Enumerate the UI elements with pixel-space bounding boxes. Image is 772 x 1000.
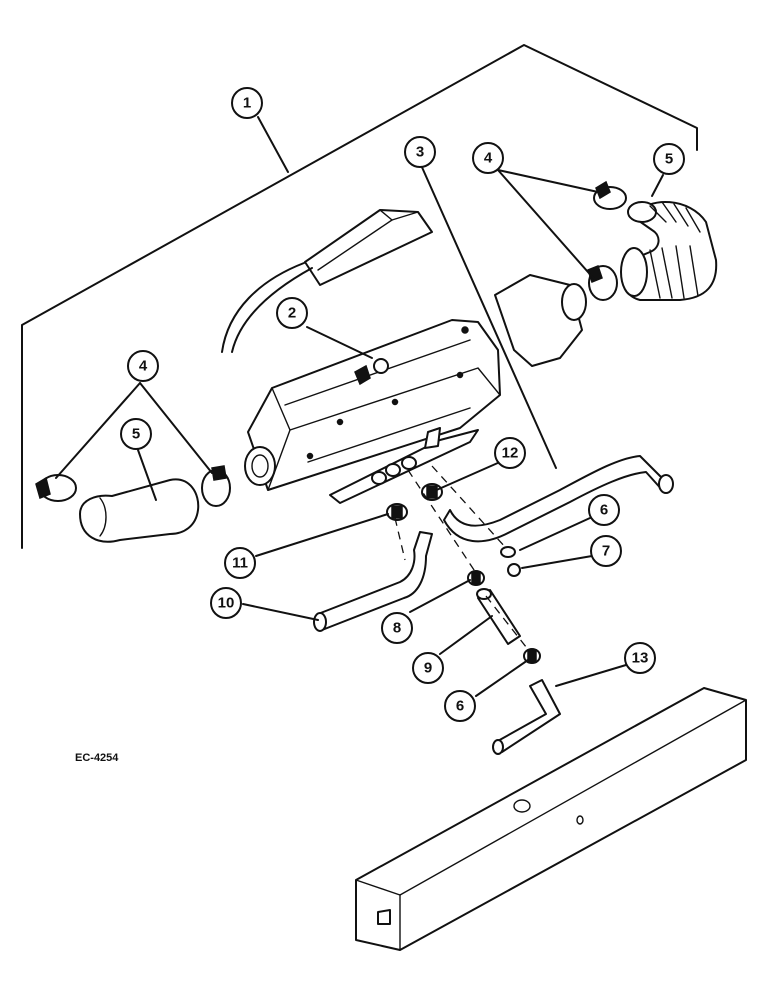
svg-text:3: 3: [416, 144, 424, 161]
callout-13: 13: [624, 642, 656, 674]
callout-2: 2: [276, 297, 308, 329]
hose-clamp-upper-1: [593, 180, 627, 210]
washer-6-upper: [500, 546, 516, 558]
alignment-line-3: [485, 595, 531, 653]
heater-unit: [244, 319, 501, 491]
svg-text:6: 6: [456, 698, 464, 715]
hose-clamp-left-2: [201, 465, 231, 507]
flexible-duct-upper: [620, 201, 718, 301]
hose-clamp-upper-2: [587, 265, 618, 301]
duct-elbow-left: [79, 478, 200, 543]
fittings-upper: [371, 456, 417, 485]
svg-text:7: 7: [602, 543, 610, 560]
leader-lines: [55, 116, 664, 697]
svg-text:12: 12: [502, 445, 519, 462]
svg-text:5: 5: [132, 426, 140, 443]
air-inlet-cone: [494, 274, 587, 367]
callout-7: 7: [590, 535, 622, 567]
svg-text:10: 10: [218, 595, 235, 612]
callout-6-upper: 6: [588, 494, 620, 526]
tube-elbow-10: [313, 531, 433, 632]
nut-7: [507, 563, 521, 577]
svg-text:4: 4: [484, 150, 493, 167]
fitting-8: [467, 570, 485, 586]
tube-straight-9: [476, 588, 521, 645]
svg-text:8: 8: [393, 620, 401, 637]
callout-11: 11: [224, 547, 256, 579]
hose-clamp-left-1: [35, 474, 77, 502]
callout-5-left: 5: [120, 418, 152, 450]
mounting-beam: [355, 687, 747, 951]
fitting-11: [386, 503, 408, 521]
callout-4-upper: 4: [472, 142, 504, 174]
svg-text:2: 2: [288, 305, 296, 322]
alignment-line-2: [407, 469, 479, 577]
fuel-line: [443, 455, 674, 543]
tube-bent-13: [492, 679, 561, 755]
callout-6-lower: 6: [444, 690, 476, 722]
svg-text:5: 5: [665, 151, 673, 168]
callout-4-left: 4: [127, 350, 159, 382]
callout-12: 12: [494, 437, 526, 469]
svg-text:4: 4: [139, 358, 148, 375]
svg-text:6: 6: [600, 502, 608, 519]
callout-1: 1: [231, 87, 263, 119]
svg-text:13: 13: [632, 650, 649, 667]
callout-3: 3: [404, 136, 436, 168]
alignment-line-4: [431, 465, 507, 549]
assembly-boundary: [21, 44, 698, 549]
svg-text:11: 11: [232, 555, 248, 572]
svg-text:1: 1: [243, 95, 251, 112]
callout-9: 9: [412, 652, 444, 684]
callout-10: 10: [210, 587, 242, 619]
drawing-reference: EC-4254: [75, 752, 119, 764]
svg-text:9: 9: [424, 660, 432, 677]
control-box: [221, 209, 433, 353]
callout-8: 8: [381, 612, 413, 644]
callout-5-upper: 5: [653, 143, 685, 175]
alignment-line-1: [394, 517, 406, 561]
